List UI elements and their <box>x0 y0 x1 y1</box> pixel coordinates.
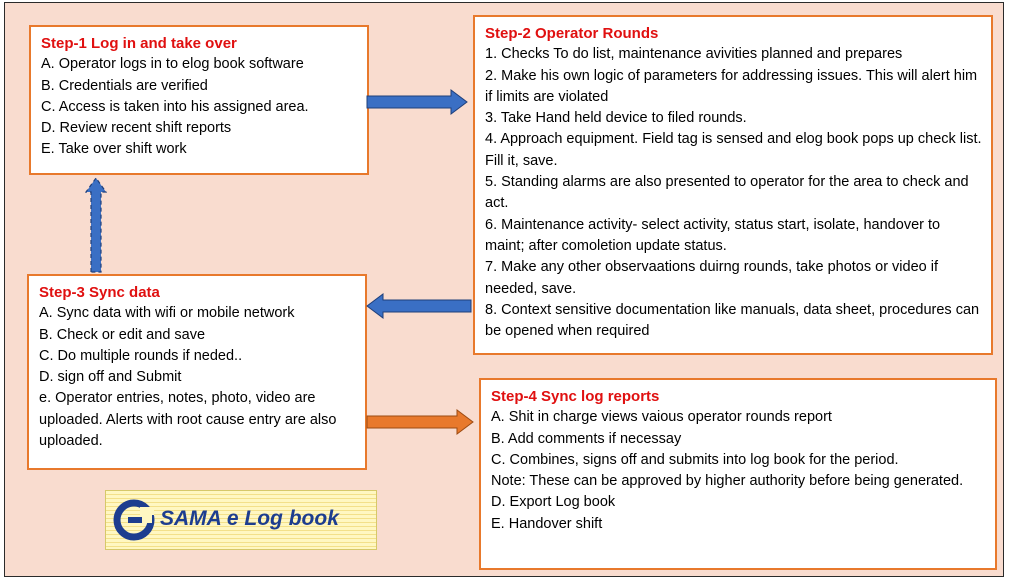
step-1-title: Step-1 Log in and take over <box>41 35 237 52</box>
step-2-item: 5. Standing alarms are also presented to… <box>485 174 969 212</box>
step-1-item: C. Access is taken into his assigned are… <box>41 98 309 115</box>
arrow-step3-to-step4 <box>366 409 474 435</box>
step-4-box: Step-4 Sync log reports A. Shit in charg… <box>479 378 997 570</box>
step-2-item: 6. Maintenance activity- select activity… <box>485 216 941 254</box>
logo-text: SAMA e Log book <box>160 507 339 530</box>
step-1-item: B. Credentials are verified <box>41 77 208 94</box>
sama-logo-icon <box>113 499 155 541</box>
arrow-step3-to-step1 <box>85 176 107 273</box>
step-2-item: 4. Approach equipment. Field tag is sens… <box>485 131 982 169</box>
step-3-item: B. Check or edit and save <box>39 326 206 343</box>
diagram-canvas: Step-1 Log in and take over A. Operator … <box>4 2 1004 577</box>
step-2-title: Step-2 Operator Rounds <box>485 25 659 42</box>
step-3-item: C. Do multiple rounds if neded.. <box>39 347 243 364</box>
step-4-item: A. Shit in charge views vaious operator … <box>491 409 832 426</box>
step-3-item: A. Sync data with wifi or mobile network <box>39 305 295 322</box>
step-4-item: D. Export Log book <box>491 494 616 511</box>
sama-logo: SAMA e Log book <box>105 490 377 550</box>
step-2-item: 2. Make his own logic of parameters for … <box>485 67 978 105</box>
step-2-box: Step-2 Operator Rounds 1. Checks To do l… <box>473 15 993 355</box>
step-1-item: A. Operator logs in to elog book softwar… <box>41 56 304 73</box>
arrow-step1-to-step2 <box>366 89 468 115</box>
step-4-item: B. Add comments if necessay <box>491 430 682 447</box>
step-2-item: 1. Checks To do list, maintenance avivit… <box>485 46 903 63</box>
step-3-item: D. sign off and Submit <box>39 369 182 386</box>
step-3-box: Step-3 Sync data A. Sync data with wifi … <box>27 274 367 470</box>
step-3-item: e. Operator entries, notes, photo, video… <box>39 390 337 450</box>
step-1-box: Step-1 Log in and take over A. Operator … <box>29 25 369 175</box>
step-1-item: D. Review recent shift reports <box>41 120 232 137</box>
step-4-item: C. Combines, signs off and submits into … <box>491 451 899 468</box>
step-4-item: E. Handover shift <box>491 515 603 532</box>
step-2-item: 7. Make any other observaations duirng r… <box>485 259 938 297</box>
step-3-title: Step-3 Sync data <box>39 284 160 301</box>
arrow-step2-to-step3 <box>366 293 472 319</box>
step-2-item: 8. Context sensitive documentation like … <box>485 301 980 340</box>
step-4-title: Step-4 Sync log reports <box>491 388 660 405</box>
step-2-item: 3. Take Hand held device to filed rounds… <box>485 110 747 127</box>
step-1-item: E. Take over shift work <box>41 141 187 158</box>
step-4-item: Note: These can be approved by higher au… <box>491 473 964 490</box>
